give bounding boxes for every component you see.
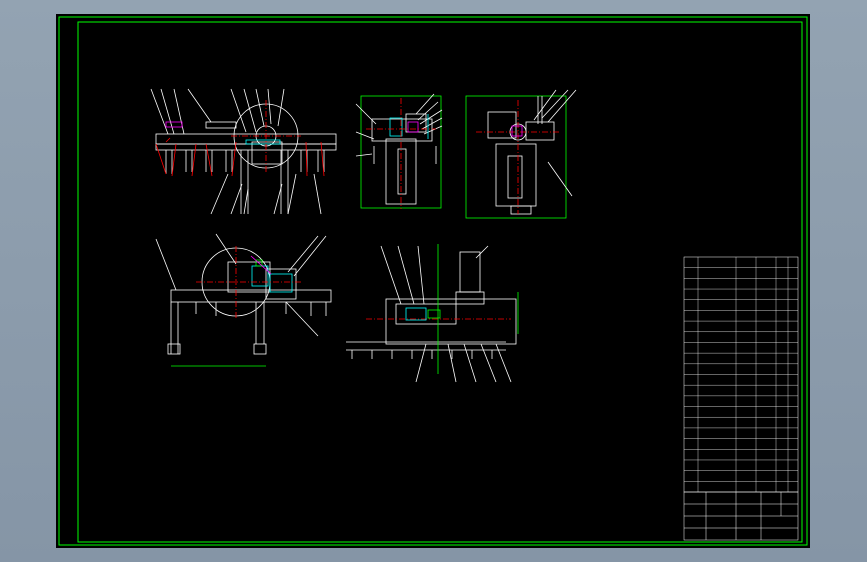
section-view-b-accents — [366, 307, 511, 321]
drawing-sheet[interactable] — [56, 14, 810, 548]
plan-view — [155, 233, 332, 367]
side-view — [465, 89, 577, 219]
assembly-drawing — [58, 16, 808, 546]
inner-frame — [77, 21, 803, 543]
section-view-a-accents — [366, 98, 436, 209]
section-view-a — [355, 93, 443, 209]
front-view-accents — [155, 100, 325, 177]
plan-view-accents — [196, 246, 301, 319]
front-view — [150, 88, 337, 215]
outer-frame — [58, 16, 808, 546]
parts-list-rows — [684, 257, 798, 492]
title-block — [683, 491, 799, 541]
side-view-accents — [476, 100, 561, 214]
section-view-b — [346, 244, 519, 383]
